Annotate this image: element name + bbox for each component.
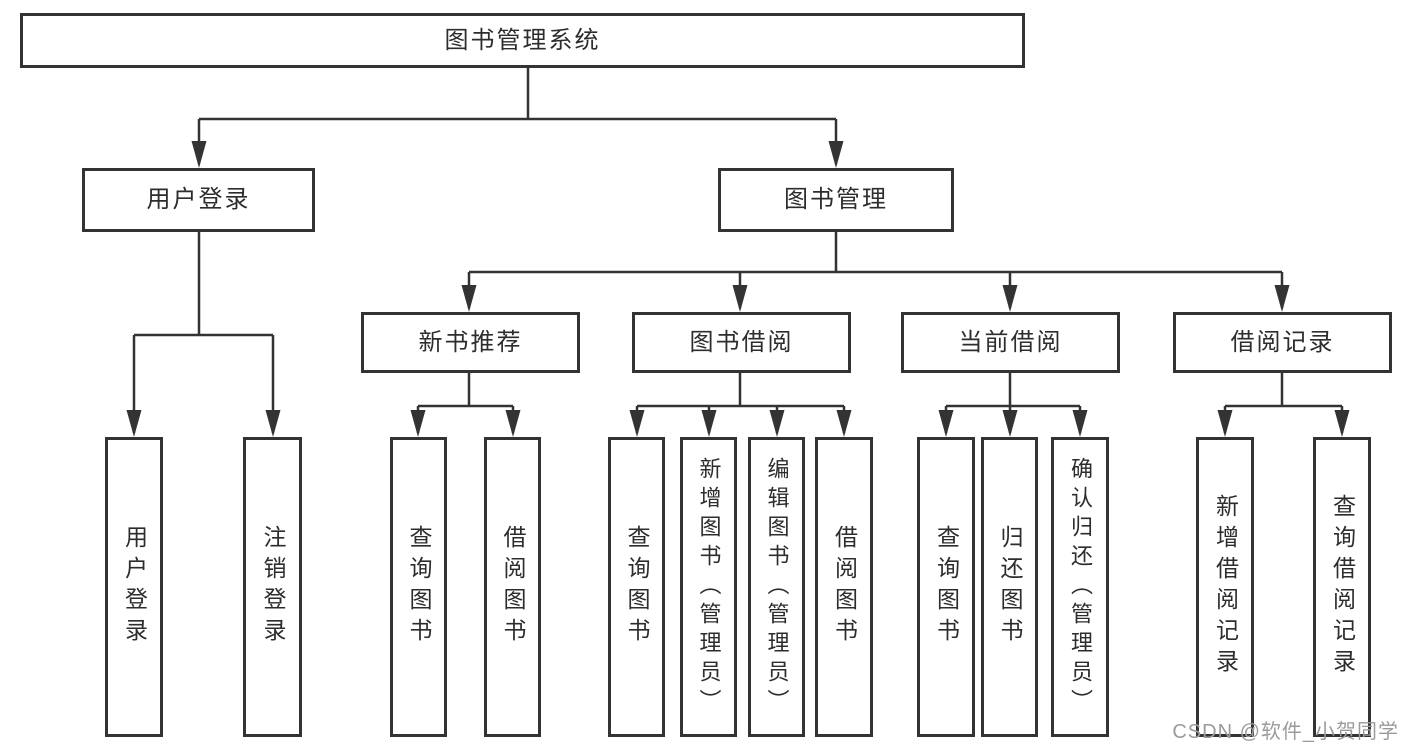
csdn-watermark: CSDN @软件_小贺同学	[1172, 721, 1399, 743]
node-book-management-label: 图书管理	[784, 186, 888, 213]
leaf-current-return-books: 归还图书	[981, 437, 1038, 737]
node-book-management: 图书管理	[718, 168, 954, 232]
node-new-book-recommend-label: 新书推荐	[418, 328, 523, 356]
leaf-newbook-borrow-books-label: 借阅图书	[500, 525, 526, 649]
leaf-borrowing-add-books-admin-label: 新增图书（管理员）	[696, 456, 722, 718]
leaf-borrowing-query-books: 查询图书	[608, 437, 665, 737]
node-new-book-recommend: 新书推荐	[361, 312, 580, 373]
leaf-borrowing-add-books-admin: 新增图书（管理员）	[680, 437, 737, 737]
node-borrowing-records-label: 借阅记录	[1230, 328, 1335, 356]
leaf-user-login-label: 用户登录	[121, 525, 148, 649]
node-book-borrowing: 图书借阅	[632, 312, 851, 373]
leaf-records-add-record-label: 新增借阅记录	[1212, 494, 1239, 680]
leaf-borrowing-edit-books-admin: 编辑图书（管理员）	[748, 437, 805, 737]
node-library-system-label: 图书管理系统	[444, 26, 601, 54]
node-current-borrowing-label: 当前借阅	[958, 328, 1063, 356]
leaf-current-confirm-return-admin: 确认归还（管理员）	[1051, 437, 1109, 737]
leaf-records-query-record-label: 查询借阅记录	[1329, 494, 1356, 680]
node-book-borrowing-label: 图书借阅	[689, 328, 794, 356]
leaf-newbook-borrow-books: 借阅图书	[484, 437, 541, 737]
leaf-borrowing-borrow-books-label: 借阅图书	[831, 525, 858, 649]
leaf-logout: 注销登录	[243, 437, 302, 737]
leaf-current-query-books: 查询图书	[917, 437, 975, 737]
leaf-borrowing-borrow-books: 借阅图书	[815, 437, 873, 737]
leaf-current-query-books-label: 查询图书	[933, 525, 960, 649]
leaf-records-query-record: 查询借阅记录	[1313, 437, 1371, 737]
node-user-login-label: 用户登录	[146, 186, 251, 213]
node-borrowing-records: 借阅记录	[1173, 312, 1392, 373]
leaf-newbook-query-books: 查询图书	[390, 437, 447, 737]
node-user-login: 用户登录	[82, 168, 315, 232]
node-current-borrowing: 当前借阅	[901, 312, 1120, 373]
leaf-borrowing-query-books-label: 查询图书	[624, 525, 650, 649]
leaf-logout-label: 注销登录	[260, 525, 286, 649]
leaf-current-confirm-return-admin-label: 确认归还（管理员）	[1068, 456, 1093, 718]
leaf-borrowing-edit-books-admin-label: 编辑图书（管理员）	[764, 456, 790, 718]
node-library-system: 图书管理系统	[20, 13, 1025, 68]
leaf-records-add-record: 新增借阅记录	[1196, 437, 1254, 737]
leaf-current-return-books-label: 归还图书	[997, 525, 1023, 649]
leaf-newbook-query-books-label: 查询图书	[406, 525, 432, 649]
connector-strokes	[132, 68, 1344, 433]
leaf-user-login: 用户登录	[105, 437, 163, 737]
